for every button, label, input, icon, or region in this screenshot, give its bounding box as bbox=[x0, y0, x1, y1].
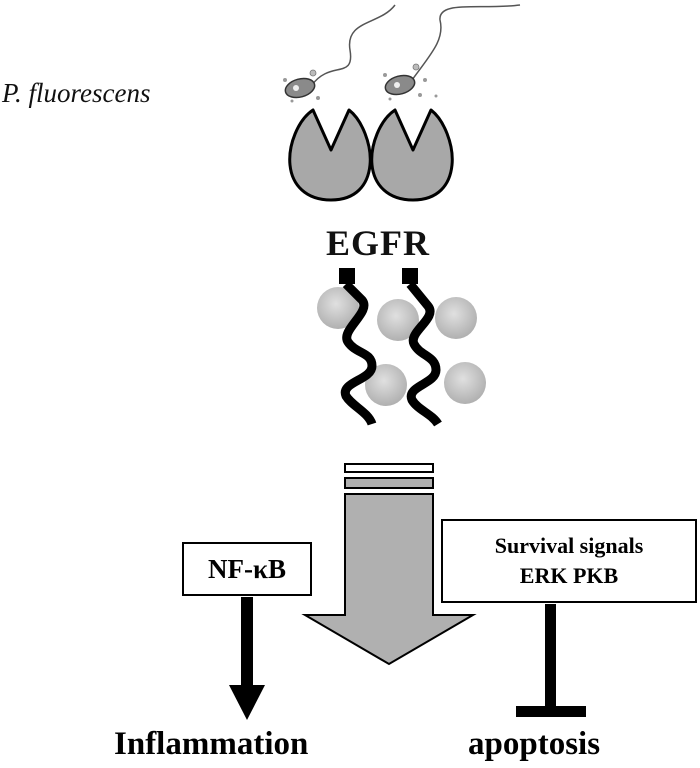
receptor-label: EGFR bbox=[326, 223, 431, 263]
inhibition-bar bbox=[516, 604, 586, 717]
signal-dot bbox=[365, 364, 407, 406]
cytoplasmic-tail-left bbox=[340, 280, 377, 426]
tm-domain-right bbox=[402, 268, 418, 284]
receptor-right bbox=[370, 108, 454, 202]
cytoplasmic-tail-right bbox=[406, 281, 442, 427]
nfkb-label: NF-κB bbox=[208, 553, 286, 584]
signal-dot bbox=[377, 299, 419, 341]
bacterium-right bbox=[383, 4, 521, 101]
survival-signals-label: Survival signals bbox=[494, 533, 644, 558]
signal-arrow bbox=[301, 463, 477, 666]
signal-dot bbox=[444, 362, 486, 404]
kinases-label: ERK PKB bbox=[519, 563, 619, 588]
nfkb-box: NF-κB bbox=[182, 542, 312, 596]
inflammation-label: Inflammation bbox=[114, 726, 309, 762]
bacterium-left bbox=[283, 4, 396, 103]
apoptosis-label: apoptosis bbox=[468, 726, 601, 762]
receptor-left bbox=[288, 108, 372, 202]
survival-signals-box: Survival signals ERK PKB bbox=[441, 519, 697, 603]
tm-domain-left bbox=[339, 268, 355, 284]
activation-arrow bbox=[229, 597, 265, 720]
signal-dot bbox=[435, 297, 477, 339]
signal-dot bbox=[317, 287, 359, 329]
bacterium-label: P. fluorescens bbox=[2, 78, 151, 108]
